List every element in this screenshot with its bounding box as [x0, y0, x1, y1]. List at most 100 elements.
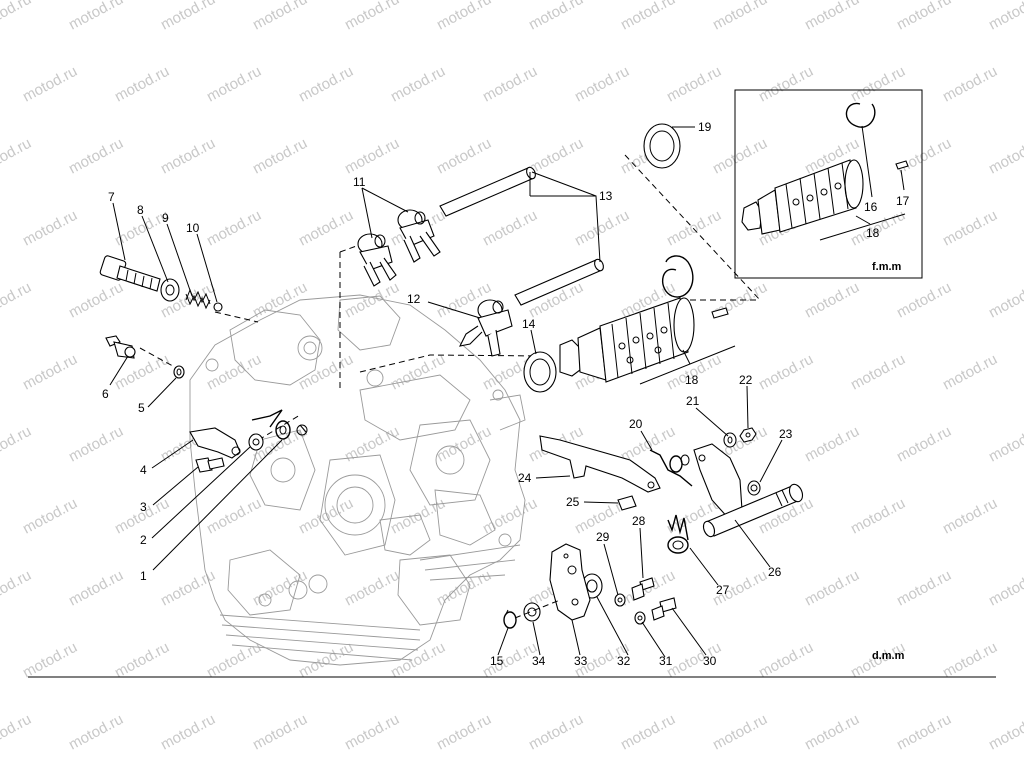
part-29-washer — [614, 593, 626, 607]
callout-13: 13 — [599, 189, 613, 203]
watermark-text: motod.ru — [894, 567, 954, 610]
watermark-text: motod.ru — [756, 351, 816, 394]
part-19-ring — [643, 123, 681, 169]
part-2-washer — [248, 433, 264, 451]
callout-6: 6 — [102, 387, 109, 401]
watermark-text: motod.ru — [434, 135, 494, 178]
watermark-text: motod.ru — [342, 279, 402, 322]
callout-8: 8 — [137, 203, 144, 217]
inset-tag-fmm: f.m.m — [872, 261, 902, 273]
watermark-text: motod.ru — [158, 0, 218, 34]
watermark-text: motod.ru — [894, 0, 954, 34]
part-10-ball — [213, 302, 223, 312]
callout-19: 19 — [698, 120, 712, 134]
watermark-text: motod.ru — [66, 279, 126, 322]
watermark-text: motod.ru — [940, 207, 1000, 250]
part-27-spring — [667, 514, 689, 554]
callout-15: 15 — [490, 654, 504, 668]
watermark-text: motod.ru — [894, 279, 954, 322]
part-13-fork-rod-lower — [514, 258, 604, 306]
callout-10: 10 — [186, 221, 200, 235]
watermark-text: motod.ru — [296, 207, 356, 250]
callout-30: 30 — [703, 654, 717, 668]
watermark-text: motod.ru — [940, 351, 1000, 394]
watermark-text: motod.ru — [848, 495, 908, 538]
watermark-text: motod.ru — [986, 423, 1024, 466]
callout-2: 2 — [140, 533, 147, 547]
crankcase-ghost — [189, 294, 526, 666]
callout-16: 16 — [864, 200, 878, 214]
axis-33 — [514, 599, 561, 619]
callout-29: 29 — [596, 530, 610, 544]
watermark-text: motod.ru — [66, 711, 126, 754]
watermark-text: motod.ru — [20, 63, 80, 106]
watermark-text: motod.ru — [204, 207, 264, 250]
part-16-circlip-main — [662, 255, 694, 298]
watermark-text: motod.ru — [710, 0, 770, 34]
part-33-plate — [549, 543, 591, 621]
watermark-text: motod.ru — [802, 423, 862, 466]
callout-25: 25 — [566, 495, 580, 509]
watermark-text: motod.ru — [296, 639, 356, 682]
callout-21: 21 — [686, 394, 700, 408]
watermark-text: motod.ru — [66, 0, 126, 34]
callout-34: 34 — [532, 654, 546, 668]
part-34-washer — [523, 602, 541, 622]
part-31-washer — [634, 611, 646, 625]
watermark-text: motod.ru — [986, 279, 1024, 322]
watermark-text: motod.ru — [20, 351, 80, 394]
part-3-screw — [195, 457, 225, 473]
watermark-text: motod.ru — [250, 0, 310, 34]
watermark-text: motod.ru — [756, 63, 816, 106]
watermark-text: motod.ru — [250, 135, 310, 178]
part-28-bolt — [631, 577, 655, 601]
part-15-circlip — [503, 609, 517, 629]
watermark-text: motod.ru — [802, 711, 862, 754]
watermark-text: motod.ru — [802, 0, 862, 34]
callout-12: 12 — [407, 292, 421, 306]
watermark-text: motod.ru — [66, 567, 126, 610]
part-7-bolt — [99, 255, 161, 292]
part-24-lever-plate — [539, 435, 661, 493]
watermark-text: motod.ru — [250, 567, 310, 610]
part-11-shift-fork-a — [357, 233, 397, 287]
watermark-text: motod.ru — [0, 423, 34, 466]
watermark-text: motod.ru — [480, 207, 540, 250]
callout-7: 7 — [108, 190, 115, 204]
part-4-bracket — [189, 427, 241, 459]
main-tag-dmm: d.m.m — [872, 650, 905, 662]
callout-3: 3 — [140, 500, 147, 514]
callout-22: 22 — [739, 373, 753, 387]
watermark-text: motod.ru — [986, 711, 1024, 754]
watermark-text: motod.ru — [986, 0, 1024, 34]
watermark-text: motod.ru — [112, 639, 172, 682]
watermark-text: motod.ru — [710, 135, 770, 178]
part-17-pin-main — [711, 307, 729, 319]
part-8-washer — [160, 278, 180, 302]
watermark-text: motod.ru — [0, 0, 34, 34]
watermark-text: motod.ru — [388, 351, 448, 394]
callout-5: 5 — [138, 401, 145, 415]
part-26-selector-shaft — [693, 443, 804, 538]
watermark-text: motod.ru — [0, 279, 34, 322]
watermark-text: motod.ru — [388, 63, 448, 106]
watermark-text: motod.ru — [848, 63, 908, 106]
watermark-text: motod.ru — [342, 423, 402, 466]
part-20-spring — [649, 449, 693, 487]
watermark-text: motod.ru — [434, 0, 494, 34]
watermark-text: motod.ru — [112, 63, 172, 106]
watermark-text: motod.ru — [526, 0, 586, 34]
leader-lines — [109, 125, 905, 658]
watermark-text: motod.ru — [618, 711, 678, 754]
watermark-text: motod.ru — [112, 351, 172, 394]
watermark-text: motod.ru — [572, 63, 632, 106]
callout-24: 24 — [518, 471, 532, 485]
part-25-screw — [617, 495, 637, 511]
watermark-text: motod.ru — [664, 63, 724, 106]
watermark-text: motod.ru — [0, 711, 34, 754]
callout-11: 11 — [353, 175, 366, 189]
watermark-text: motod.ru — [66, 135, 126, 178]
watermark-text: motod.ru — [894, 135, 954, 178]
watermark-text: motod.ru — [204, 63, 264, 106]
